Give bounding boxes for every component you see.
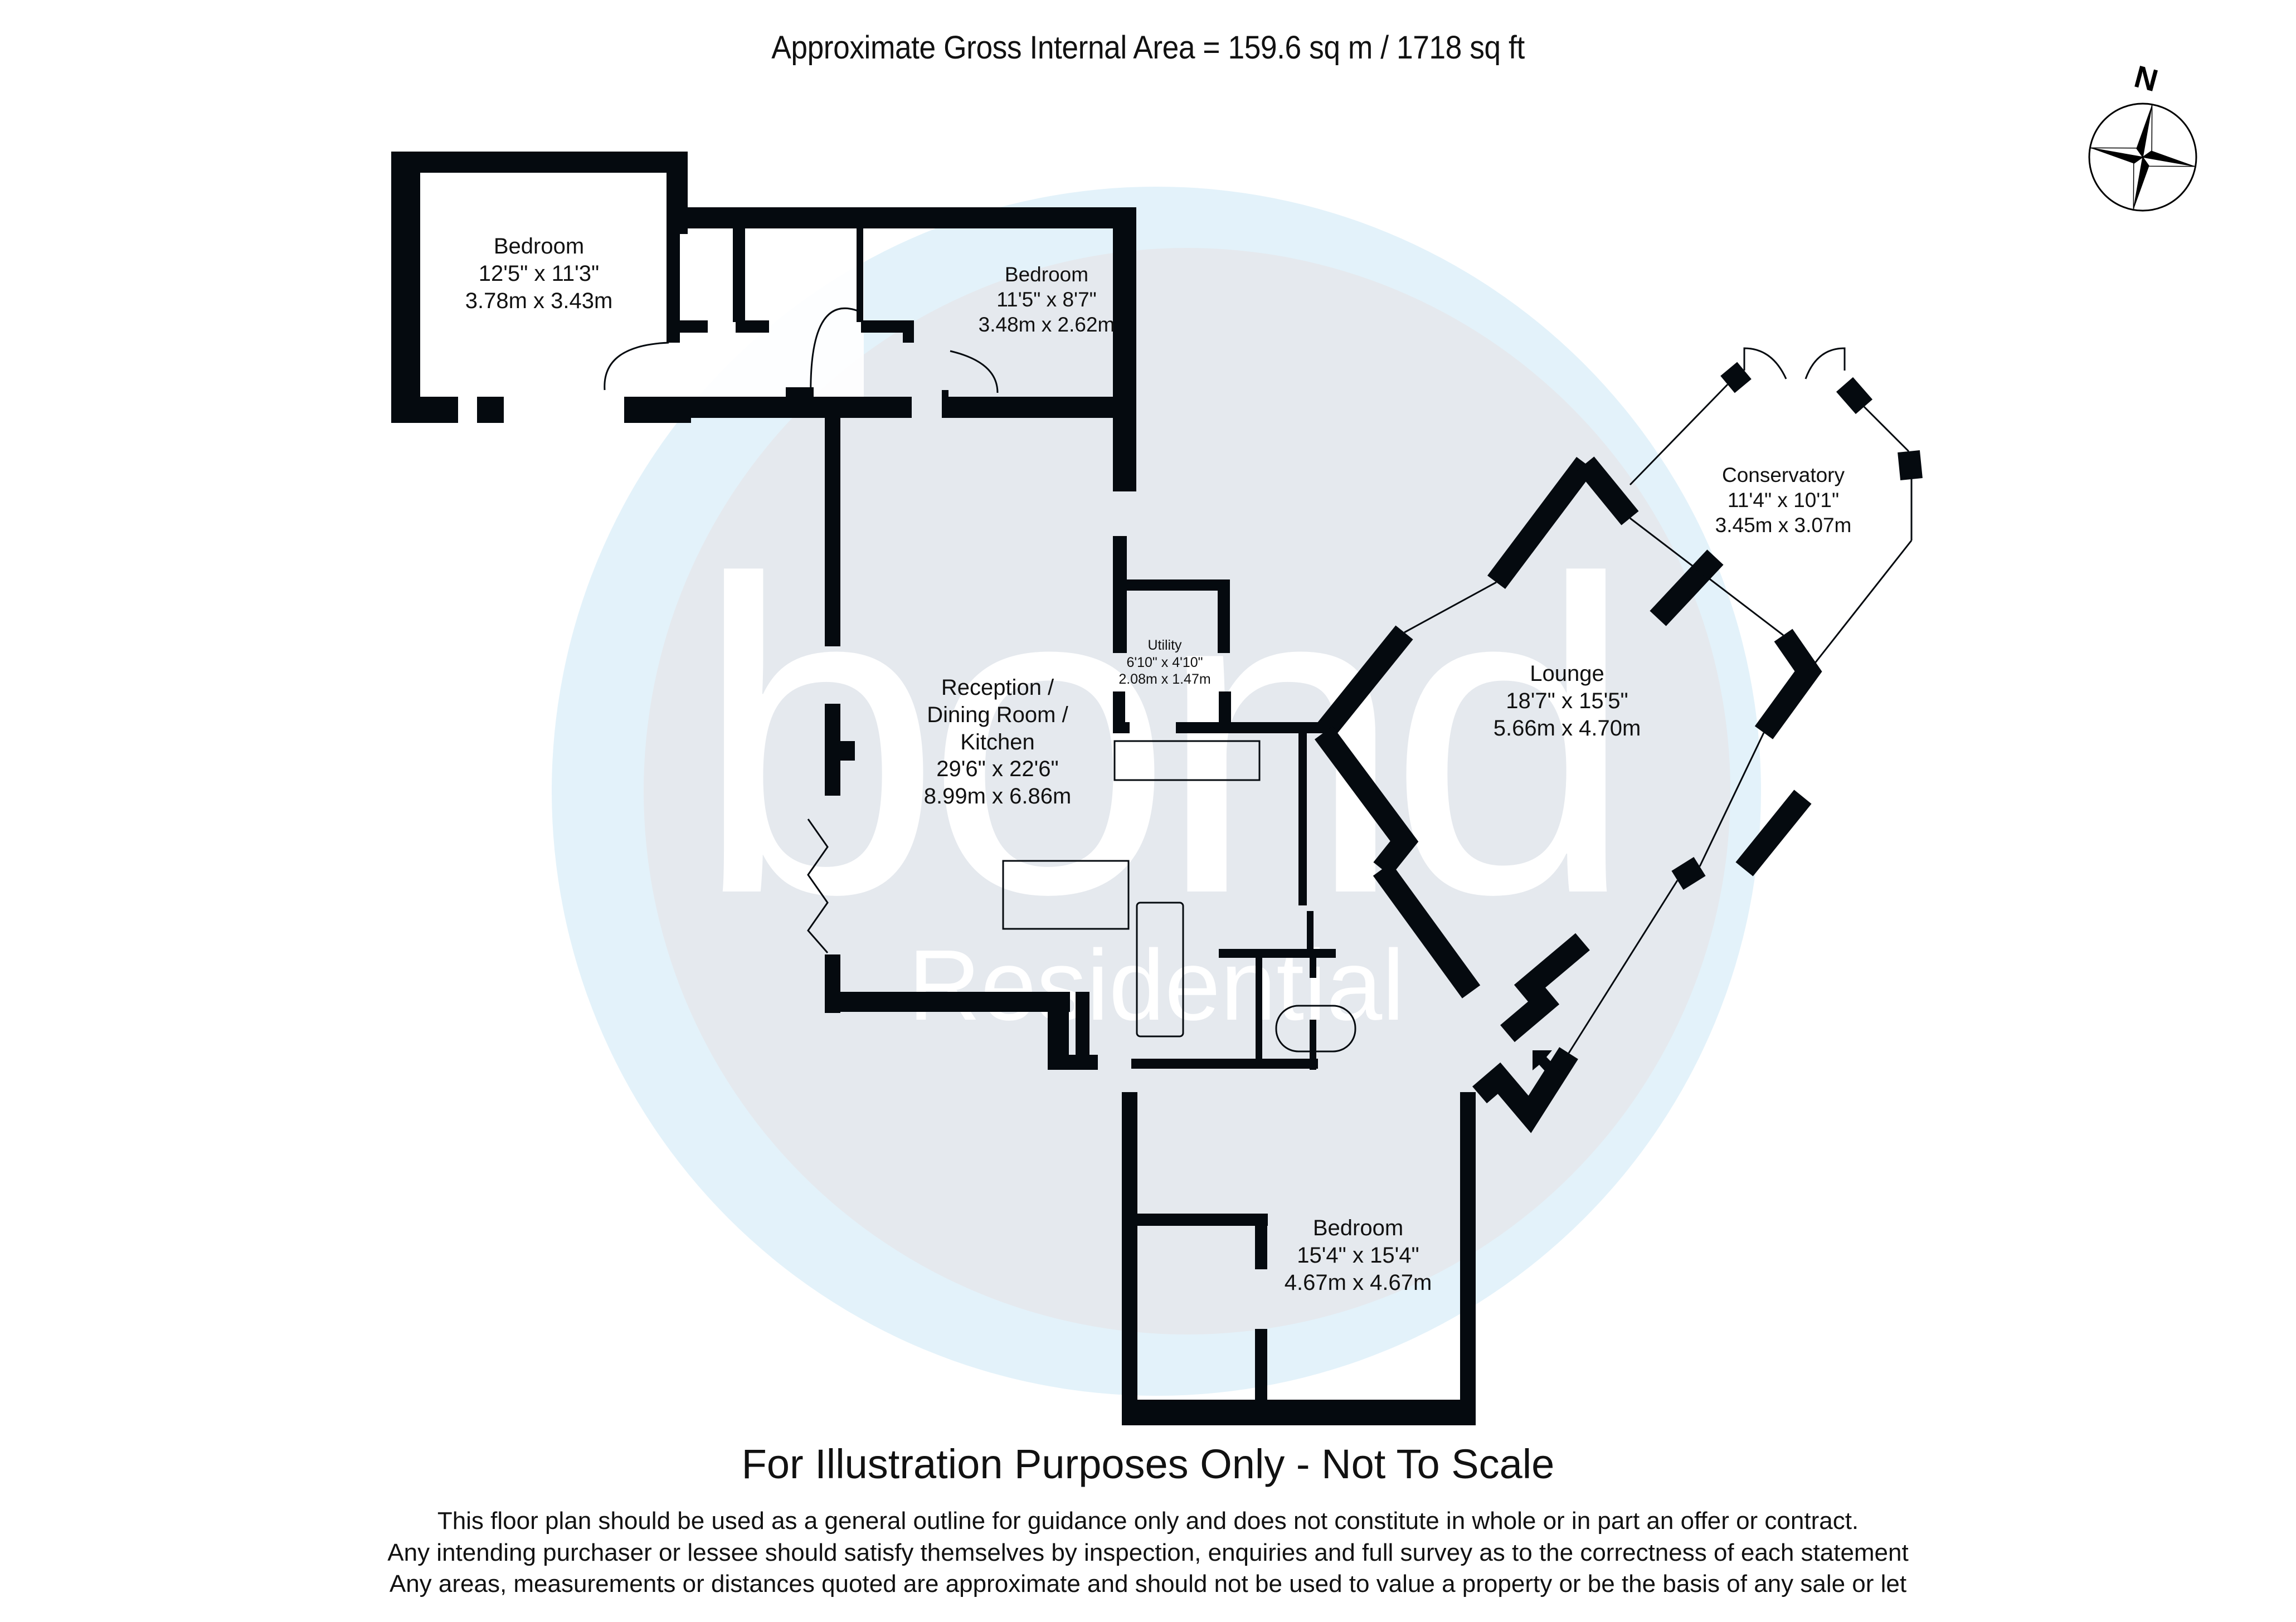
window-lines: [604, 307, 1913, 1054]
room-label-utility: Utility 6'10" x 4'10" 2.08m x 1.47m: [1118, 637, 1211, 687]
room-label-bedroom-3: Bedroom 15'4" x 15'4" 4.67m x 4.67m: [1284, 1216, 1432, 1295]
room-label-reception-dining-kitchen: Reception / Dining Room / Kitchen 29'6" …: [923, 675, 1072, 809]
room-label-lounge: Lounge 18'7" x 15'5" 5.66m x 4.70m: [1493, 661, 1641, 741]
disclaimer-line-3: Any areas, measurements or distances quo…: [389, 1570, 1907, 1597]
watermark-logo: bond Residential: [552, 187, 1761, 1396]
diagonal-walls: [1314, 362, 1923, 1133]
bifold-doors: [807, 819, 829, 953]
disclaimer-title: For Illustration Purposes Only - Not To …: [741, 1441, 1555, 1487]
room-label-bedroom-2: Bedroom 11'5" x 8'7" 3.48m x 2.62m: [978, 263, 1115, 337]
room-label-bedroom-1: Bedroom 12'5" x 11'3" 3.78m x 3.43m: [465, 234, 613, 313]
gross-internal-area-title: Approximate Gross Internal Area = 159.6 …: [771, 30, 1525, 66]
disclaimer-line-1: This floor plan should be used as a gene…: [437, 1507, 1859, 1535]
disclaimer-line-2: Any intending purchaser or lessee should…: [387, 1539, 1909, 1566]
entrance-arrow-icon: [1533, 1050, 1566, 1085]
compass-rose-icon: N: [2088, 59, 2197, 212]
room-label-conservatory: Conservatory 11'4" x 10'1" 3.45m x 3.07m: [1715, 464, 1852, 537]
watermark-sub: Residential: [908, 929, 1405, 1041]
walls: [391, 152, 1476, 1425]
